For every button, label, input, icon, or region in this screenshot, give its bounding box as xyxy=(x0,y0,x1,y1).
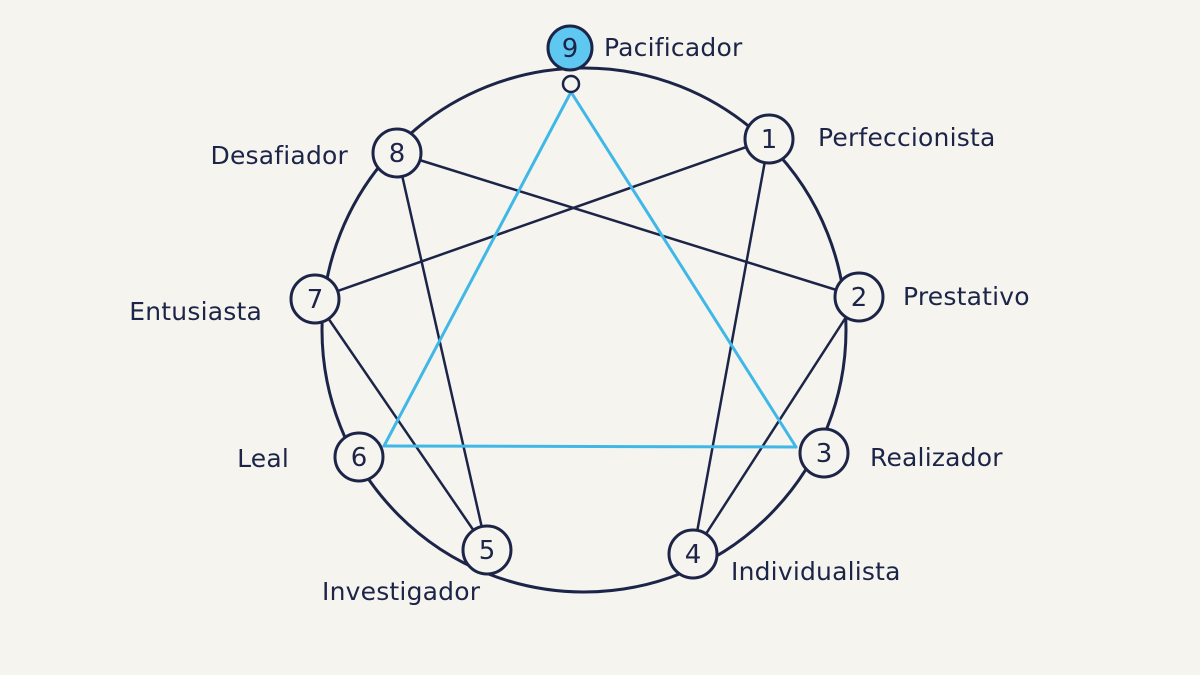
top-connector-dot xyxy=(561,74,581,94)
node-7: 7 xyxy=(289,273,341,325)
node-9: 9 xyxy=(546,24,594,72)
node-6-number: 6 xyxy=(351,443,368,473)
label-desafiador: Desafiador xyxy=(211,141,349,170)
label-entusiasta: Entusiasta xyxy=(129,297,262,326)
label-leal: Leal xyxy=(237,444,289,473)
node-9-number: 9 xyxy=(562,34,579,64)
label-realizador: Realizador xyxy=(870,443,1003,472)
hexad-line-2-8 xyxy=(395,151,861,299)
triangle-line-6-9 xyxy=(382,90,573,448)
node-3-number: 3 xyxy=(816,439,833,469)
label-perfeccionista: Perfeccionista xyxy=(818,123,996,152)
label-investigador: Investigador xyxy=(322,577,481,606)
hexad-line-7-1 xyxy=(313,137,771,301)
outer-circle xyxy=(320,66,848,594)
hexad-line-8-5 xyxy=(395,151,489,552)
node-2: 2 xyxy=(833,271,885,323)
node-5: 5 xyxy=(461,524,513,576)
node-6: 6 xyxy=(333,431,385,483)
label-prestativo: Prestativo xyxy=(903,282,1030,311)
hexad-line-5-7 xyxy=(313,297,489,552)
node-3: 3 xyxy=(798,427,850,479)
node-8: 8 xyxy=(371,127,423,179)
node-1: 1 xyxy=(743,113,795,165)
label-pacificador: Pacificador xyxy=(604,33,743,62)
hexad-lines xyxy=(313,137,861,556)
triangle-line-9-3 xyxy=(569,90,798,449)
triangle-lines xyxy=(382,90,798,449)
node-8-number: 8 xyxy=(389,139,406,169)
node-4-number: 4 xyxy=(685,540,702,570)
node-1-number: 1 xyxy=(761,125,778,155)
node-2-number: 2 xyxy=(851,283,868,313)
node-7-number: 7 xyxy=(307,285,324,315)
hexad-line-4-2 xyxy=(691,295,861,556)
node-5-number: 5 xyxy=(479,536,496,566)
label-individualista: Individualista xyxy=(731,557,901,586)
triangle-line-3-6 xyxy=(382,444,798,449)
node-4: 4 xyxy=(667,528,719,580)
